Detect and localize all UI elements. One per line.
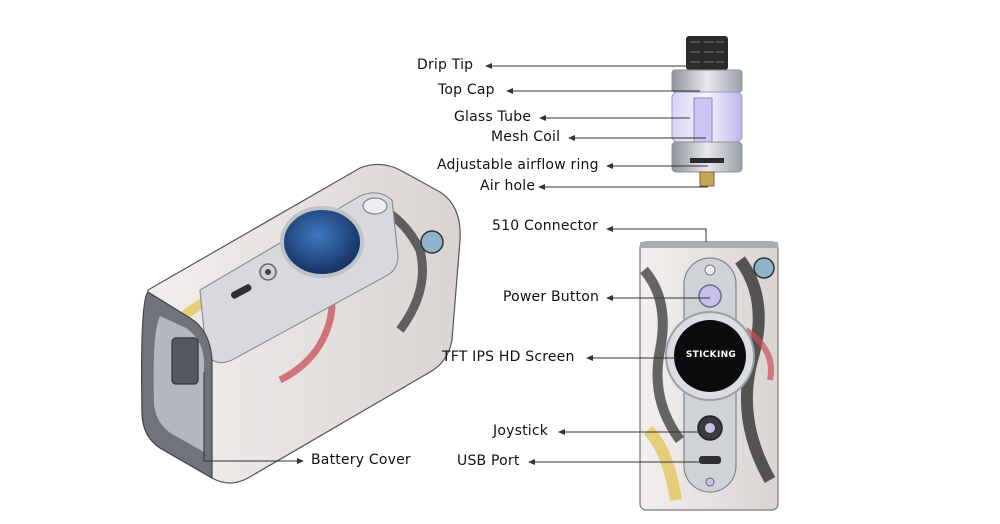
label-usb-port: USB Port <box>457 453 520 469</box>
left-mod <box>141 163 461 484</box>
label-power-button: Power Button <box>503 289 600 305</box>
right-mod <box>639 241 779 511</box>
brand-logo-text: STICKING <box>685 350 737 360</box>
label-mesh-coil: Mesh Coil <box>491 129 561 145</box>
label-screen: TFT IPS HD Screen <box>442 349 575 365</box>
label-top-cap: Top Cap <box>438 82 495 98</box>
arrowheads <box>297 63 613 465</box>
label-airflow-ring: Adjustable airflow ring <box>437 157 599 173</box>
label-glass-tube: Glass Tube <box>454 109 532 125</box>
tank-illustration <box>671 36 743 187</box>
label-battery-cover: Battery Cover <box>311 452 411 468</box>
label-joystick: Joystick <box>493 423 549 439</box>
label-510-connector: 510 Connector <box>492 218 598 234</box>
label-drip-tip: Drip Tip <box>417 57 474 73</box>
label-air-hole: Air hole <box>480 178 536 194</box>
leader-lines <box>203 65 710 463</box>
